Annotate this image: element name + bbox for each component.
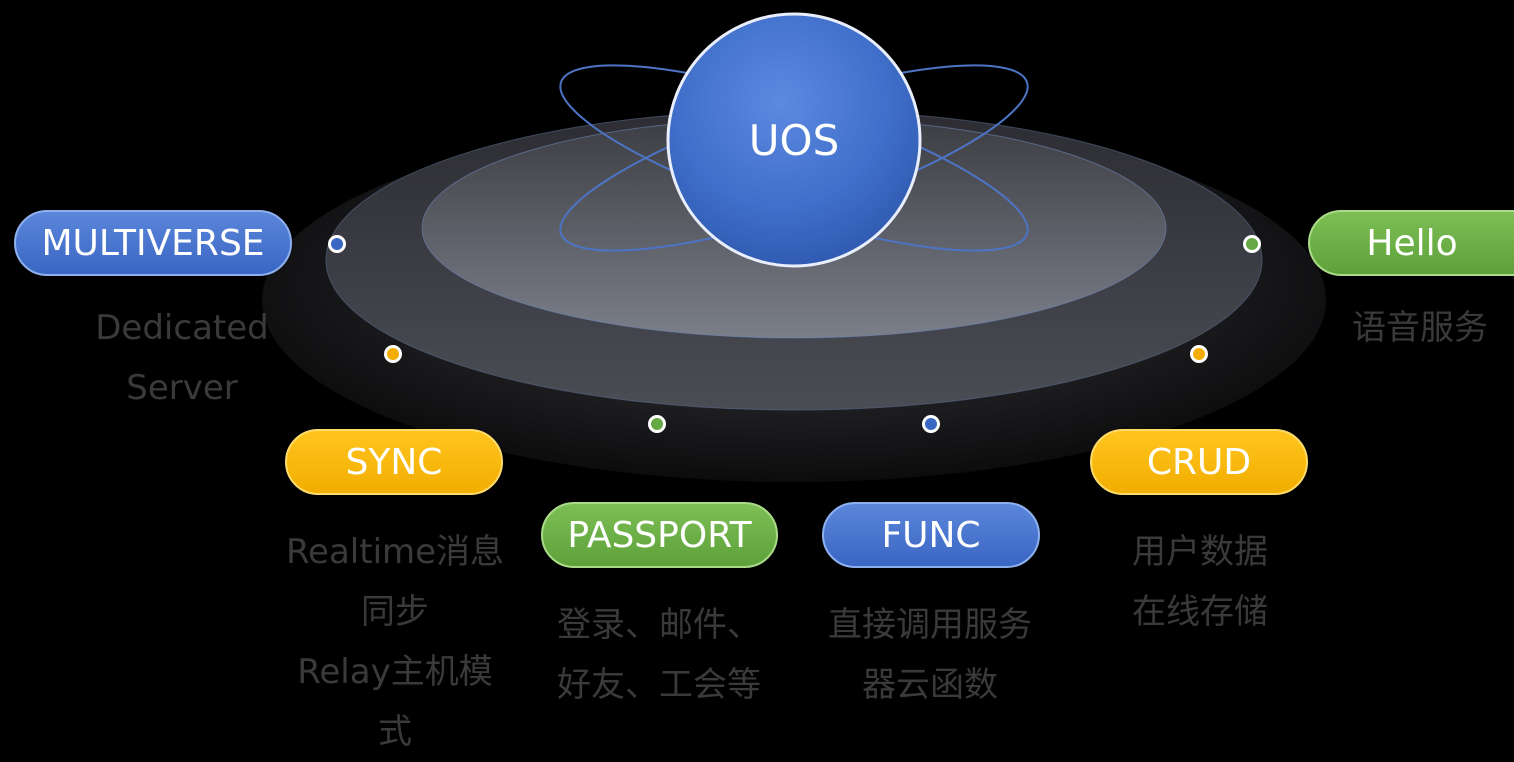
func-pill[interactable]: FUNC — [822, 502, 1040, 568]
multiverse-description: Dedicated Server — [95, 308, 269, 408]
hello-pill[interactable]: Hello — [1308, 210, 1514, 276]
passport-pill[interactable]: PASSPORT — [541, 502, 778, 568]
hub-label: UOS — [748, 115, 840, 165]
sync-pill[interactable]: SYNC — [285, 429, 503, 495]
passport-description: 登录、邮件、 好友、工会等 — [557, 605, 761, 705]
func-description: 直接调用服务 器云函数 — [828, 605, 1032, 705]
node-dot-passport — [648, 415, 666, 433]
multiverse-pill[interactable]: MULTIVERSE — [14, 210, 292, 276]
uos-diagram: UOS MULTIVERSE Hello SYNC PASSPORT FUNC … — [14, 12, 1514, 752]
node-dot-func — [922, 415, 940, 433]
sync-description: Realtime消息 同步 Relay主机模 式 — [285, 532, 505, 752]
node-dot-crud — [1190, 345, 1208, 363]
hello-description: 语音服务 — [1352, 308, 1488, 348]
crud-pill[interactable]: CRUD — [1090, 429, 1308, 495]
crud-description: 用户数据 在线存储 — [1132, 532, 1268, 632]
node-dot-hello — [1243, 235, 1261, 253]
hub-sphere[interactable] — [666, 12, 922, 268]
node-dot-multiverse — [328, 235, 346, 253]
platform-graphic — [262, 12, 1326, 482]
node-dot-sync — [384, 345, 402, 363]
